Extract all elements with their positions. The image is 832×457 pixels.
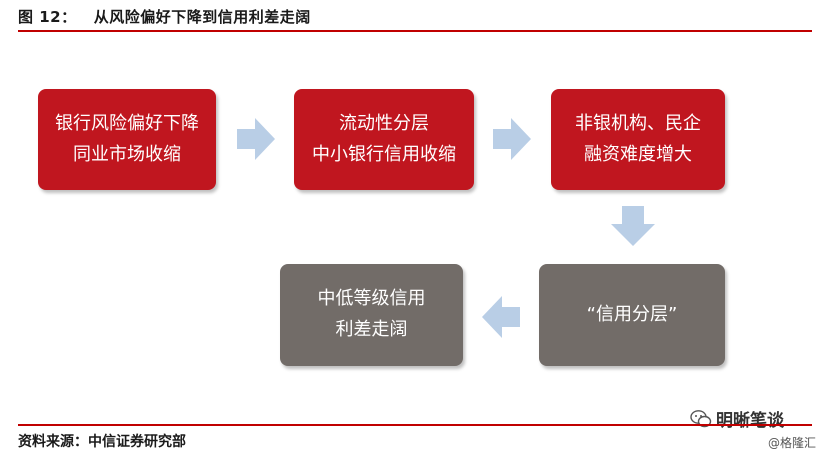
figure-title: 图 12： 从风险偏好下降到信用利差走阔 — [18, 8, 311, 26]
arrow-right-icon — [237, 118, 275, 160]
flow-box-text: 非银机构、民企 — [575, 112, 701, 134]
flow-box-bank-risk-appetite: 银行风险偏好下降 同业市场收缩 — [38, 89, 216, 190]
flow-box-text: 利差走阔 — [335, 319, 408, 340]
top-divider — [18, 30, 812, 32]
flow-box-text: 流动性分层 — [339, 112, 429, 134]
arrow-left-icon — [482, 296, 520, 338]
watermark: 明晰笔谈 — [690, 406, 784, 431]
bottom-divider — [18, 424, 812, 426]
watermark-handle: @格隆汇 — [768, 436, 817, 450]
flow-box-liquidity-stratification: 流动性分层 中小银行信用收缩 — [294, 89, 474, 190]
watermark-text: 明晰笔谈 — [716, 411, 784, 431]
flow-box-text: 融资难度增大 — [584, 143, 692, 165]
wechat-icon — [690, 409, 712, 427]
arrow-right-icon — [493, 118, 531, 160]
flow-box-nonbank-financing: 非银机构、民企 融资难度增大 — [551, 89, 725, 190]
flow-box-text: 同业市场收缩 — [73, 143, 181, 165]
source-note: 资料来源：中信证券研究部 — [18, 434, 186, 450]
flow-box-credit-stratification: “信用分层” — [539, 264, 725, 366]
flow-box-text: “信用分层” — [586, 303, 678, 325]
flow-box-credit-spread-widening: 中低等级信用 利差走阔 — [280, 264, 463, 366]
arrow-down-icon — [611, 206, 655, 246]
flow-box-text: 中小银行信用收缩 — [312, 143, 456, 165]
flow-box-text: 中低等级信用 — [317, 288, 426, 310]
flow-box-text: 银行风险偏好下降 — [55, 112, 199, 134]
